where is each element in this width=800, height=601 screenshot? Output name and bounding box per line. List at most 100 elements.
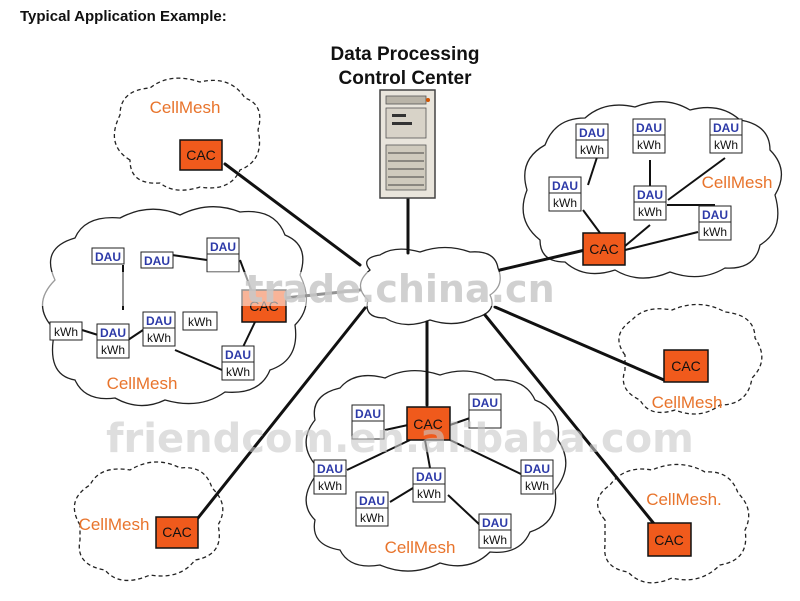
cac-bottomleft: CAC: [155, 516, 199, 549]
meter-unit: DAU kWh: [575, 123, 609, 159]
meter-unit: DAU: [351, 404, 385, 440]
cloud-label-topleft: CellMesh: [150, 98, 221, 117]
cloud-label-bottomleft: CellMesh: [79, 515, 150, 534]
cloud-top-left: [113, 77, 261, 191]
cac-bottomright: CAC: [647, 522, 692, 557]
kwh-label: kWh: [147, 331, 171, 345]
cac-label: CAC: [186, 147, 216, 163]
mesh-link: [447, 494, 481, 526]
meter-unit: DAU: [468, 393, 502, 429]
dau-label: DAU: [95, 250, 121, 264]
watermark-band: [30, 272, 535, 306]
dau-label: DAU: [713, 121, 739, 135]
kwh-label: kWh: [360, 511, 384, 525]
meter-unit: DAU kWh: [221, 345, 255, 381]
cloud-label-topright: CellMesh: [702, 173, 773, 192]
dau-label: DAU: [100, 326, 126, 340]
meter-unit: DAU kWh: [355, 491, 389, 527]
mesh-link: [242, 321, 256, 348]
mesh-link: [449, 439, 524, 476]
control-center-title-line2: Control Center: [339, 68, 473, 89]
kwh-label: kWh: [703, 225, 727, 239]
kwh-label: kWh: [417, 487, 441, 501]
dau-label: DAU: [579, 126, 605, 140]
meter-unit: DAU: [91, 247, 125, 265]
kwh-label: kWh: [101, 343, 125, 357]
link-topright-cac: [498, 248, 587, 272]
dau-label: DAU: [637, 188, 663, 202]
kwh-label: kWh: [54, 325, 78, 339]
kwh-label: kWh: [525, 479, 549, 493]
watermark-trade: trade.china.cn: [245, 267, 554, 311]
cac-topleft: CAC: [179, 139, 223, 171]
meter-unit: kWh: [182, 311, 218, 331]
meter-unit: kWh: [49, 321, 83, 341]
kwh-label: kWh: [637, 138, 661, 152]
cac-label: CAC: [162, 524, 192, 540]
watermark-alibaba: friendcom.en.alibaba.com: [106, 416, 694, 462]
meter-unit: DAU kWh: [548, 176, 582, 212]
cloud-label-right: CellMesh: [652, 393, 723, 412]
link-bottomleft-cac: [196, 306, 367, 520]
mesh-link: [346, 439, 411, 471]
mesh-link: [449, 417, 471, 426]
dau-label: DAU: [472, 396, 498, 410]
kwh-label: kWh: [714, 138, 738, 152]
kwh-label: kWh: [553, 196, 577, 210]
mesh-link: [81, 329, 99, 336]
meter-unit: DAU kWh: [632, 118, 666, 154]
meter-unit: DAU kWh: [142, 311, 176, 347]
control-center-title-line1: Data Processing: [331, 44, 480, 65]
link-bottomright-cac: [483, 313, 657, 527]
dau-label: DAU: [636, 121, 662, 135]
mesh-link: [624, 224, 651, 247]
diagram-heading: Typical Application Example:: [20, 8, 227, 25]
dau-label: DAU: [317, 462, 343, 476]
dau-label: DAU: [355, 407, 381, 421]
kwh-label: kWh: [580, 143, 604, 157]
cac-label: CAC: [589, 241, 619, 257]
cloud-bottom-left: [73, 461, 224, 582]
dau-label: DAU: [144, 254, 170, 268]
cac-topright: CAC: [582, 232, 626, 266]
meter-unit: DAU: [206, 237, 240, 273]
mesh-link: [424, 439, 431, 469]
meter-unit: DAU kWh: [313, 459, 347, 495]
cac-right: CAC: [663, 349, 709, 383]
kwh-label: kWh: [318, 479, 342, 493]
meter-unit: DAU kWh: [698, 205, 732, 241]
mesh-link: [667, 157, 726, 201]
mesh-link: [384, 424, 409, 431]
cloud-label-bottom: CellMesh: [385, 538, 456, 557]
link-right-cac: [493, 305, 666, 382]
kwh-label: kWh: [483, 533, 507, 547]
meter-unit: DAU kWh: [633, 185, 667, 221]
cac-label: CAC: [654, 532, 684, 548]
meter-unit: DAU kWh: [96, 323, 130, 359]
dau-label: DAU: [359, 494, 385, 508]
meter-unit: DAU kWh: [478, 513, 512, 549]
kwh-label: kWh: [188, 315, 212, 329]
link-topleft-cac: [223, 162, 362, 267]
mesh-link: [624, 231, 699, 251]
dau-label: DAU: [416, 470, 442, 484]
mesh-link: [171, 254, 208, 261]
cac-label: CAC: [671, 358, 701, 374]
dau-label: DAU: [210, 240, 236, 254]
dau-label: DAU: [146, 314, 172, 328]
cloud-label-bottomright: CellMesh.: [646, 490, 722, 509]
meter-unit: DAU: [140, 251, 174, 269]
kwh-label: kWh: [638, 205, 662, 219]
dau-label: DAU: [702, 208, 728, 222]
kwh-label: kWh: [226, 365, 250, 379]
dau-label: DAU: [552, 179, 578, 193]
dau-label: DAU: [482, 516, 508, 530]
cac-bottom: CAC: [406, 406, 451, 441]
dau-label: DAU: [225, 348, 251, 362]
server-cabinet-icon: [379, 89, 436, 199]
mesh-link: [174, 349, 223, 371]
cac-label: CAC: [413, 416, 443, 432]
